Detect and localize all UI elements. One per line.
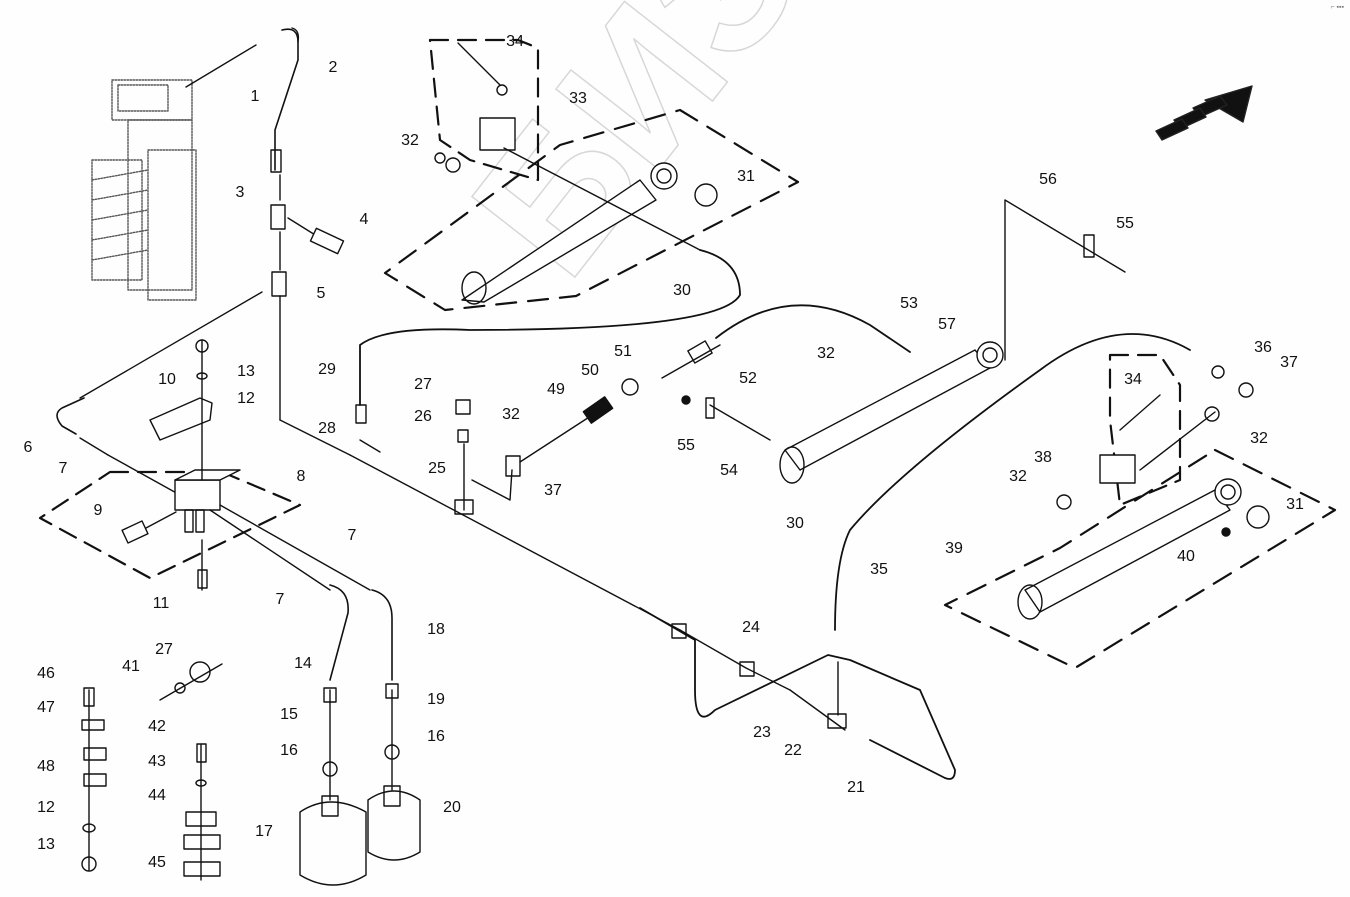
callout-57: 57 [938,316,956,333]
callout-51: 51 [614,343,632,360]
callout-37: 37 [544,482,562,499]
group-box-38 [1108,353,1182,507]
callout-10: 10 [158,371,176,388]
callout-28: 28 [318,420,336,437]
callout-23: 23 [753,724,771,741]
callout-49: 49 [547,381,565,398]
control-valve-block [91,79,197,301]
callout-32: 32 [401,132,419,149]
callout-22: 22 [784,742,802,759]
callout-34: 34 [1124,371,1142,388]
callout-11: 11 [152,595,170,612]
hose-29 [359,249,741,406]
callout-8: 8 [296,468,306,485]
front-direction-arrow [1155,85,1253,141]
clamp-set-left [81,687,107,872]
callout-21: 21 [847,779,865,796]
callout-7: 7 [347,527,357,544]
callout-30: 30 [673,282,691,299]
callout-24: 24 [742,619,760,636]
callout-54: 54 [720,462,738,479]
callout-3: 3 [235,184,245,201]
callout-44: 44 [148,787,166,804]
callout-5: 5 [316,285,326,302]
bracket-10 [149,397,213,441]
callout-31: 31 [737,168,755,185]
callout-39: 39 [945,540,963,557]
callout-34: 34 [506,33,524,50]
callout-4: 4 [359,211,369,228]
callout-31: 31 [1286,496,1304,513]
callout-1: 1 [250,88,260,105]
callout-19: 19 [427,691,445,708]
accumulator-20 [367,790,421,861]
callout-27: 27 [155,641,173,658]
callout-15: 15 [280,706,298,723]
callout-12: 12 [37,799,55,816]
cylinder-39 [1024,489,1231,613]
callout-32: 32 [1009,468,1027,485]
callout-12: 12 [237,390,255,407]
callout-32: 32 [817,345,835,362]
callout-32: 32 [1250,430,1268,447]
callout-29: 29 [318,361,336,378]
callout-18: 18 [427,621,445,638]
callout-45: 45 [148,854,166,871]
clamp-set-right [159,661,223,881]
callout-53: 53 [900,295,918,312]
callout-56: 56 [1039,171,1057,188]
callout-48: 48 [37,758,55,775]
accumulator-17 [299,801,367,886]
callout-26: 26 [414,408,432,425]
callout-17: 17 [255,823,273,840]
group-box-33 [428,38,540,182]
callout-55: 55 [677,437,695,454]
callout-14: 14 [294,655,312,672]
callout-7: 7 [58,460,68,477]
callout-38: 38 [1034,449,1052,466]
callout-13: 13 [237,363,255,380]
hose-2 [274,28,299,171]
pipe-21 [639,607,956,780]
hose-53 [715,304,911,353]
callout-47: 47 [37,699,55,716]
callout-25: 25 [428,460,446,477]
group-box-30-upper [383,108,800,312]
callout-20: 20 [443,799,461,816]
callout-13: 13 [37,836,55,853]
callout-2: 2 [328,59,338,76]
leader-line [185,44,257,88]
hose-35 [834,333,1191,631]
callout-43: 43 [148,753,166,770]
callout-6: 6 [23,439,33,456]
callout-7: 7 [275,591,285,608]
group-box-8 [38,470,302,580]
callout-9: 9 [93,502,103,519]
callout-40: 40 [1177,548,1195,565]
callout-55: 55 [1116,215,1134,232]
callout-42: 42 [148,718,166,735]
cylinder-30-upper [461,179,657,303]
callout-27: 27 [414,376,432,393]
callout-32: 32 [502,406,520,423]
callout-50: 50 [581,362,599,379]
callout-41: 41 [122,658,140,675]
corner-mark: ⌐ ▪▪▪ [1330,4,1344,11]
callout-16: 16 [427,728,445,745]
callout-16: 16 [280,742,298,759]
callout-52: 52 [739,370,757,387]
cylinder-30-lower [784,349,991,471]
callout-35: 35 [870,561,888,578]
callout-37: 37 [1280,354,1298,371]
callout-33: 33 [569,90,587,107]
callout-30: 30 [786,515,804,532]
callout-46: 46 [37,665,55,682]
callout-36: 36 [1254,339,1272,356]
manifold-block [174,479,221,511]
group-box-39 [943,448,1337,670]
